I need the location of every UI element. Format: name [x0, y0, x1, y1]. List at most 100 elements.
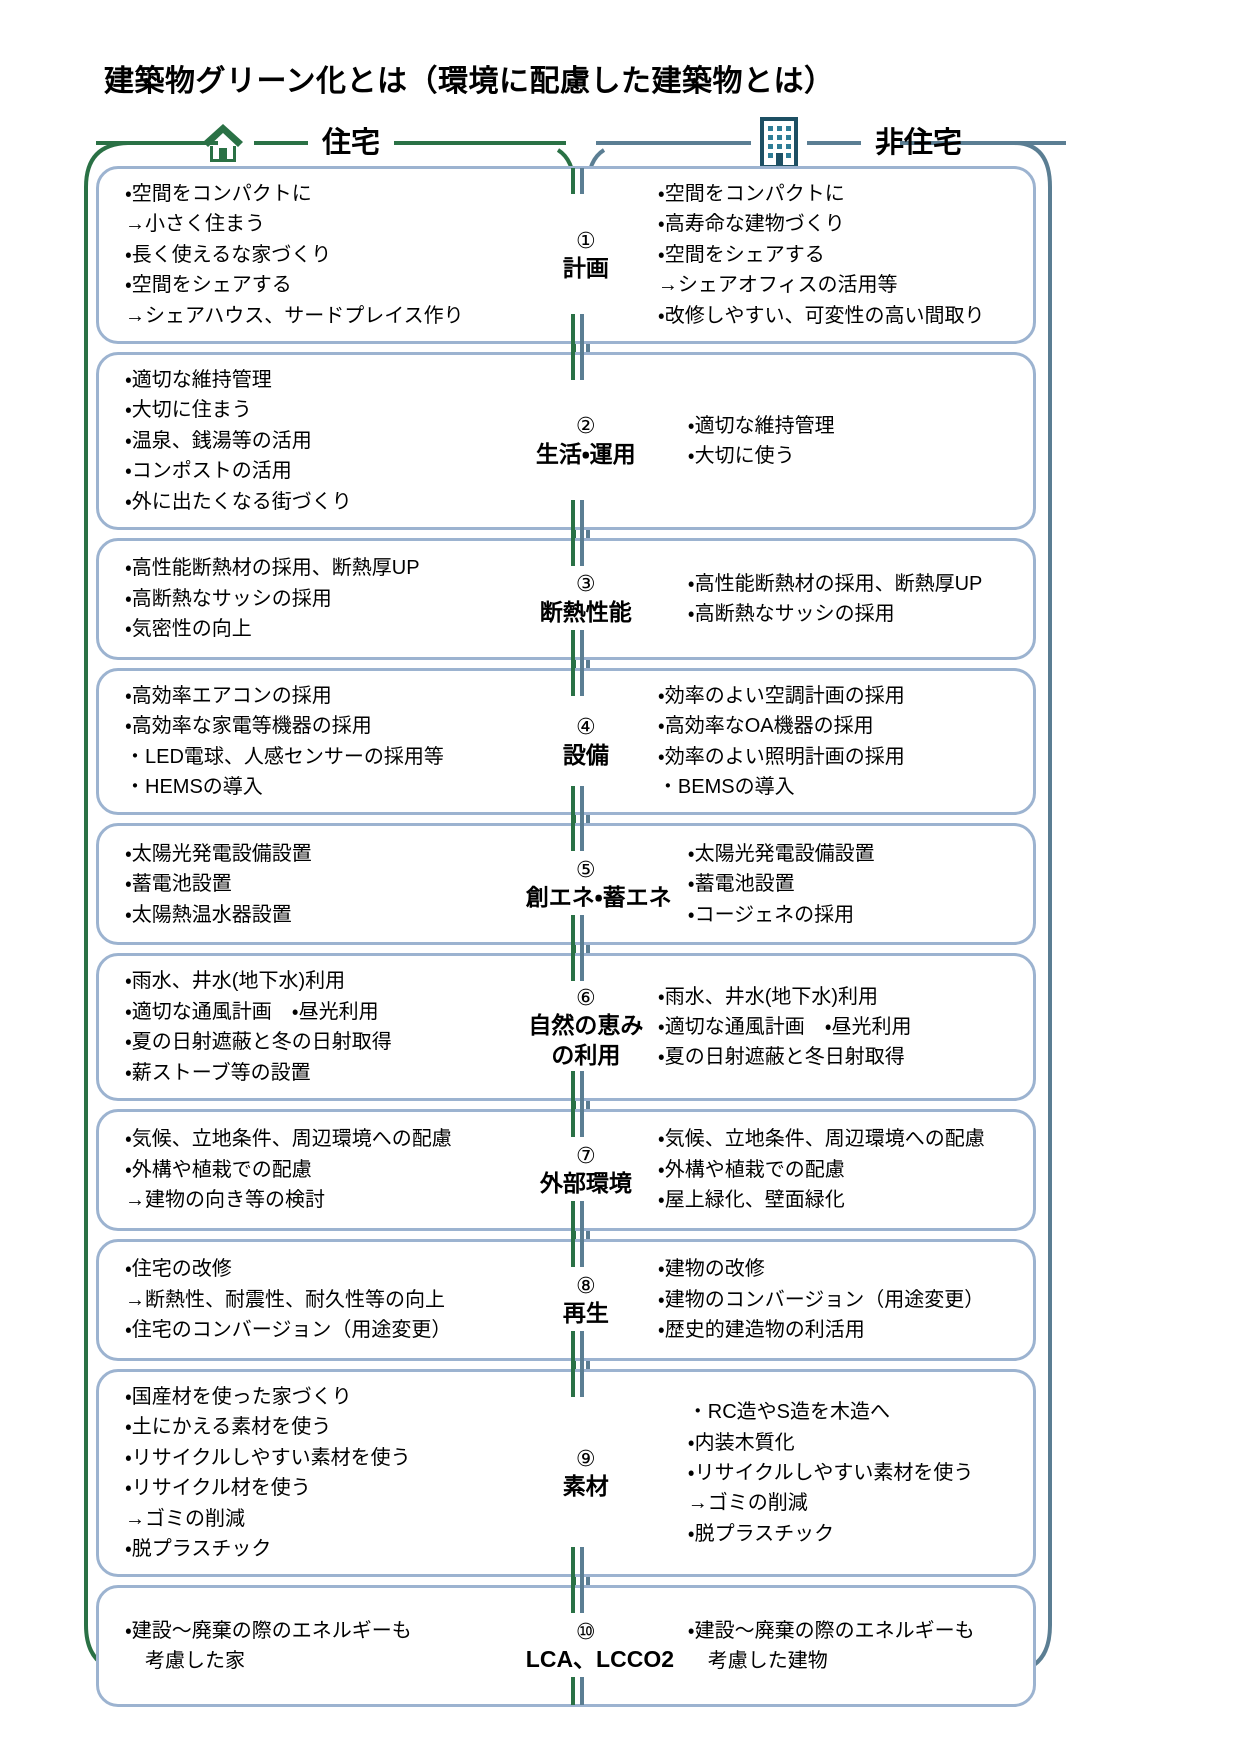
list-item: ・太陽光発電設備設置	[687, 842, 875, 865]
flow-connector	[571, 630, 585, 658]
list-item: ・高効率な家電等機器の採用	[125, 715, 372, 738]
list-item: ・住宅のコンバージョン（用途変更）	[125, 1319, 452, 1342]
list-item: ・大切に住まう	[125, 399, 252, 422]
list-item: ・効率のよい空調計画の採用	[657, 684, 905, 707]
header-label-residential: 住宅	[322, 126, 381, 159]
stage-number: ⑥	[576, 985, 596, 1010]
list-item: ・リサイクルしやすい素材を使う	[125, 1446, 411, 1469]
page-title: 建築物グリーン化とは（環境に配慮した建築物とは）	[104, 65, 835, 98]
list-item: ・リサイクル材を使う	[125, 1477, 311, 1500]
list-item: ・適切な維持管理	[687, 414, 835, 437]
list-item: ・蓄電池設置	[687, 873, 795, 896]
connector-line-mid	[806, 141, 861, 145]
stage-number: ②	[575, 413, 596, 439]
list-item: ・長く使えるな家づくり	[125, 243, 332, 266]
stage-label: 素材	[562, 1473, 609, 1500]
stage-number: ⑧	[576, 1272, 596, 1298]
list-item: 考慮した家	[125, 1650, 245, 1673]
row-residential-items: ・国産材を使った家づくり・土にかえる素材を使う・リサイクルしやすい素材を使う・リ…	[99, 1382, 526, 1564]
flow-connector	[571, 1071, 585, 1099]
flow-connector	[571, 1547, 585, 1575]
list-item: ・空間をコンパクトに	[125, 183, 312, 205]
list-item: ・住宅の改修	[125, 1258, 232, 1281]
flow-connector	[571, 658, 585, 670]
list-item: ・コンポストの活用	[125, 460, 292, 483]
flow-connector	[571, 1587, 585, 1613]
flow-connector	[571, 786, 585, 814]
list-item: ・気候、立地条件、周辺環境への配慮	[125, 1128, 452, 1151]
list-item: ・内装木質化	[687, 1431, 795, 1454]
stage-label: LCA、LCCO2	[525, 1646, 675, 1673]
list-item: ・適切な通風計画 ・昼光利用	[657, 1016, 912, 1039]
flow-connector	[571, 354, 585, 380]
list-item: →シェアオフィスの活用等	[657, 274, 898, 297]
stage-row: ・空間をコンパクトに→小さく住まう・長く使えるな家づくり・空間をシェアする→シェ…	[96, 166, 1036, 344]
list-item: ・高性能断熱材の採用、断熱厚UP	[125, 557, 420, 580]
list-item: 考慮した建物	[687, 1650, 828, 1673]
connector-line-left	[596, 141, 751, 145]
list-item: ・建物のコンバージョン（用途変更）	[657, 1288, 985, 1311]
stage-number: ④	[576, 714, 596, 740]
list-item: ・RC造やS造を木造へ	[687, 1401, 891, 1424]
list-item: ・歴史的建造物の利活用	[657, 1319, 865, 1342]
list-item: ・効率のよい照明計画の採用	[657, 745, 905, 768]
stage-label: 創エネ・蓄エネ	[525, 884, 672, 911]
list-item: ・太陽熱温水器設置	[125, 903, 292, 926]
flow-connector	[571, 1099, 585, 1111]
row-residential-items: ・空間をコンパクトに→小さく住まう・長く使えるな家づくり・空間をシェアする→シェ…	[99, 179, 526, 331]
row-non-residential-items: ・雨水、井水(地下水)利用・適切な通風計画 ・昼光利用・夏の日射遮蔽と冬日射取得	[646, 982, 1033, 1073]
stage-row: ・雨水、井水(地下水)利用・適切な通風計画 ・昼光利用・夏の日射遮蔽と冬の日射取…	[96, 953, 1036, 1102]
flow-connector	[571, 670, 585, 696]
list-item: ・外に出たくなる街づくり	[125, 490, 352, 513]
flow-connector	[571, 1371, 585, 1397]
flow-connector	[571, 1575, 585, 1587]
flow-connector	[571, 1359, 585, 1371]
list-item: ・夏の日射遮蔽と冬の日射取得	[125, 1031, 392, 1054]
stage-row: ・適切な維持管理 ・大切に住まう・温泉、銭湯等の活用・コンポストの活用・外に出たく…	[96, 351, 1036, 530]
row-non-residential-items: ・適切な維持管理・大切に使う	[646, 411, 1033, 472]
list-item: ・改修しやすい、可変性の高い間取り	[657, 304, 985, 327]
flow-connector	[571, 943, 585, 955]
connector-line-mid	[254, 141, 308, 145]
list-item: ・リサイクルしやすい素材を使う	[687, 1462, 974, 1484]
row-residential-items: ・高効率エアコンの採用・高効率な家電等機器の採用・LED電球、人感センサーの採用…	[99, 681, 526, 803]
list-item: ・雨水、井水(地下水)利用	[657, 985, 879, 1008]
list-item: ・屋上緑化、壁面緑化	[657, 1189, 845, 1212]
list-item: ・空間をコンパクトに	[657, 183, 845, 205]
list-item: ・土にかえる素材を使う	[125, 1416, 332, 1439]
row-residential-items: ・太陽光発電設備設置・蓄電池設置・太陽熱温水器設置	[99, 839, 526, 930]
list-item: ・外構や植栽での配慮	[657, 1158, 845, 1181]
row-residential-items: ・雨水、井水(地下水)利用・適切な通風計画 ・昼光利用・夏の日射遮蔽と冬の日射取…	[99, 966, 526, 1088]
stage-row: ・住宅の改修→断熱性、耐震性、耐久性等の向上・住宅のコンバージョン（用途変更）⑧…	[96, 1239, 1036, 1362]
stage-row: ・高効率エアコンの採用・高効率な家電等機器の採用・LED電球、人感センサーの採用…	[96, 667, 1036, 816]
flow-connector	[571, 1677, 585, 1705]
stage-number: ①	[576, 227, 596, 253]
list-item: ・温泉、銭湯等の活用	[125, 429, 312, 452]
list-item: ・気候、立地条件、周辺環境への配慮	[657, 1128, 985, 1151]
flow-connector	[571, 1111, 585, 1137]
list-item: →ゴミの削減	[125, 1507, 245, 1530]
flow-connector	[571, 1229, 585, 1241]
row-non-residential-items: ・空間をコンパクトに・高寿命な建物づくり・空間をシェアする→シェアオフィスの活用…	[646, 179, 1033, 331]
stage-label: 設備	[562, 741, 609, 768]
stage-row: ・国産材を使った家づくり・土にかえる素材を使う・リサイクルしやすい素材を使う・リ…	[96, 1369, 1036, 1578]
row-residential-items: ・住宅の改修→断熱性、耐震性、耐久性等の向上・住宅のコンバージョン（用途変更）	[99, 1254, 526, 1345]
header-non-residential: 非住宅	[596, 117, 1066, 169]
stage-label: 自然の恵み	[528, 1012, 644, 1039]
list-item: ・蓄電池設置	[125, 873, 232, 896]
list-item: ・大切に使う	[687, 444, 795, 467]
list-item: ・国産材を使った家づくり	[125, 1386, 352, 1409]
house-icon	[203, 124, 243, 162]
flow-connector	[571, 342, 585, 354]
